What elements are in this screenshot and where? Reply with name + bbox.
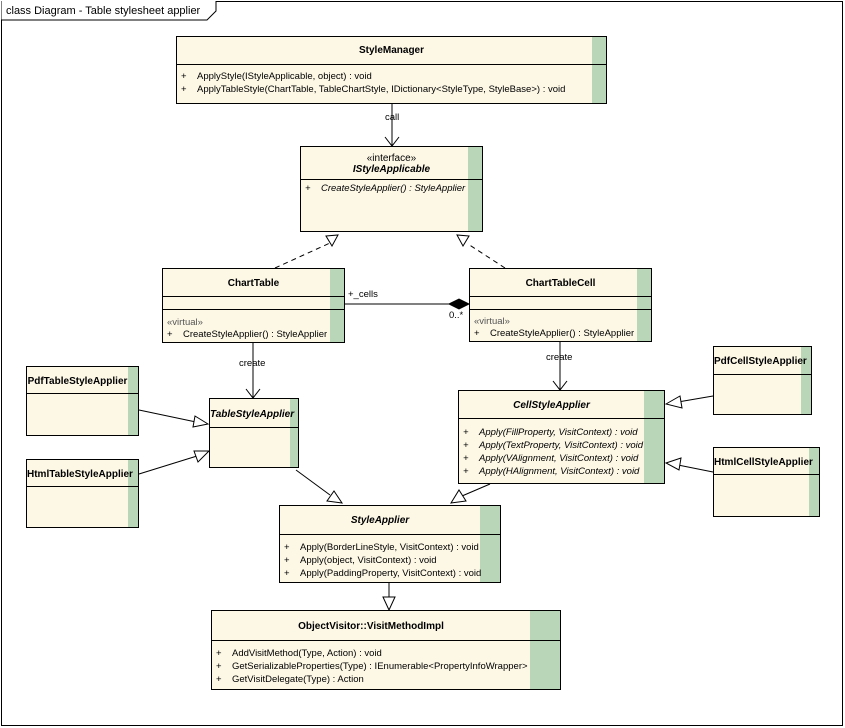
chart-table-realization-line [274, 242, 331, 269]
class-style-applier[interactable]: StyleApplier +Apply(BorderLineStyle, Vis… [279, 505, 501, 583]
class-pdf-table-style-applier[interactable]: PdfTableStyleApplier [26, 366, 139, 436]
operation: +GetVisitDelegate(Type) : Action [216, 674, 364, 685]
operation: +Apply(TextProperty, VisitContext) : voi… [463, 440, 644, 451]
class-table-style-applier[interactable]: TableStyleApplier [209, 398, 299, 468]
cells-multiplicity-label: 0..* [449, 310, 464, 321]
cell-create-label: create [546, 352, 573, 363]
class-name: ObjectVisitor::VisitMethodImpl [298, 621, 444, 632]
class-html-table-style-applier[interactable]: HtmlTableStyleApplier [26, 459, 139, 528]
class-chart-table[interactable]: ChartTable «virtual» +CreateStyleApplier… [162, 268, 345, 343]
operation: +CreateStyleApplier() : StyleApplier [474, 328, 635, 339]
class-visit-method-impl[interactable]: ObjectVisitor::VisitMethodImpl +AddVisit… [211, 610, 561, 690]
html-cell-generalization-head [664, 457, 682, 471]
operations-list: +AddVisitMethod(Type, Action) : void +Ge… [216, 647, 556, 686]
class-name: ChartTableCell [525, 278, 596, 289]
cell-applier-generalization-line [461, 483, 491, 497]
diagram-title: class Diagram - Table stylesheet applier [6, 5, 201, 17]
table-applier-generalization-head [326, 490, 344, 504]
operations-list: «virtual» +CreateStyleApplier() : StyleA… [474, 316, 635, 340]
operations-list: +Apply(FillProperty, VisitContext) : voi… [463, 426, 648, 478]
chart-table-cell-realization-head [456, 234, 470, 248]
class-name: StyleApplier [350, 515, 410, 526]
class-name: ChartTable [227, 278, 280, 289]
cells-role-label: +_cells [348, 289, 378, 300]
table-applier-generalization-line [295, 469, 331, 496]
class-name: IStyleApplicable [352, 164, 431, 175]
pdf-cell-generalization-head [664, 395, 683, 409]
class-style-manager[interactable]: StyleManager +ApplyStyle(IStyleApplicabl… [176, 36, 607, 104]
pdf-table-generalization-head [192, 415, 210, 428]
interface-stereotype: «interface» [366, 153, 417, 164]
operation: +CreateStyleApplier() : StyleApplier [305, 183, 466, 194]
operations-list: +ApplyStyle(IStyleApplicable, object) : … [181, 70, 590, 96]
html-cell-generalization-line [677, 464, 714, 473]
operations-list: +Apply(BorderLineStyle, VisitContext) : … [284, 541, 484, 580]
operations-list: «virtual» +CreateStyleApplier() : StyleA… [167, 317, 328, 341]
operation: +AddVisitMethod(Type, Action) : void [216, 648, 382, 659]
virtual-stereotype: «virtual» [167, 317, 203, 328]
class-name: StyleManager [358, 45, 425, 56]
call-label: call [385, 112, 400, 123]
operation: +Apply(HAlignment, VisitContext) : void [463, 466, 640, 477]
pdf-cell-generalization-line [677, 395, 714, 403]
class-name: PdfTableStyleApplier [27, 376, 128, 387]
class-name: CellStyleApplier [513, 400, 590, 411]
operation: +ApplyStyle(IStyleApplicable, object) : … [181, 71, 372, 82]
operation: +Apply(BorderLineStyle, VisitContext) : … [284, 542, 479, 553]
class-html-cell-style-applier[interactable]: HtmlCellStyleApplier [713, 447, 820, 517]
html-table-generalization-line [138, 455, 198, 475]
visitor-dependency-head [382, 596, 396, 612]
operation: +Apply(VAlignment, VisitContext) : void [463, 453, 639, 464]
class-name: PdfCellStyleApplier [714, 356, 807, 367]
cell-applier-generalization-head [450, 489, 467, 504]
class-name: TableStyleApplier [210, 409, 295, 420]
cells-composition-diamond [447, 298, 471, 310]
chart-table-realization-head [325, 234, 339, 248]
operation: +ApplyTableStyle(ChartTable, TableChartS… [181, 84, 566, 95]
table-create-label: create [239, 358, 266, 369]
operation: +Apply(FillProperty, VisitContext) : voi… [463, 427, 638, 438]
operation: +GetSerializableProperties(Type) : IEnum… [216, 661, 528, 672]
class-name: HtmlTableStyleApplier [27, 469, 133, 480]
pdf-table-generalization-line [138, 409, 197, 423]
virtual-stereotype: «virtual» [474, 316, 510, 327]
operation: +Apply(object, VisitContext) : void [284, 555, 437, 566]
interface-istyle-applicable[interactable]: «interface» IStyleApplicable +CreateStyl… [300, 146, 483, 232]
class-chart-table-cell[interactable]: ChartTableCell «virtual» +CreateStyleApp… [469, 268, 652, 342]
class-pdf-cell-style-applier[interactable]: PdfCellStyleApplier [713, 346, 812, 415]
operations-list: +CreateStyleApplier() : StyleApplier [305, 182, 466, 195]
class-cell-style-applier[interactable]: CellStyleApplier +Apply(FillProperty, Vi… [458, 390, 665, 484]
chart-table-cell-realization-line [467, 243, 506, 269]
class-name: HtmlCellStyleApplier [714, 457, 813, 468]
operation: +CreateStyleApplier() : StyleApplier [167, 329, 328, 340]
operation: +Apply(PaddingProperty, VisitContext) : … [284, 568, 482, 579]
html-table-generalization-head [193, 450, 211, 463]
